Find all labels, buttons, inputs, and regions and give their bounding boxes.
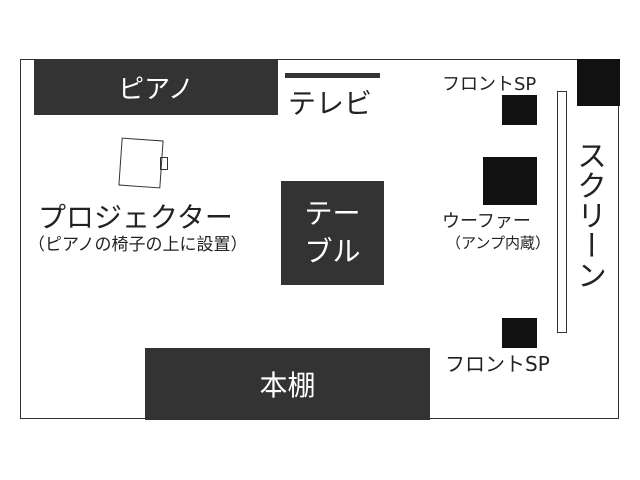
screen-label: スクリーン <box>571 140 606 290</box>
front-speaker-top <box>502 95 537 125</box>
piano-label: ピアノ <box>118 75 194 105</box>
projector-note: （ピアノの椅子の上に設置） <box>28 235 248 255</box>
woofer-note: （アンプ内蔵） <box>446 234 550 252</box>
front-speaker-bottom <box>502 318 537 348</box>
table-label-1: テー <box>304 197 361 230</box>
woofer <box>483 157 537 205</box>
front-sp-bottom-label: フロントSP <box>445 352 550 376</box>
projector-lens-icon <box>160 157 168 170</box>
projector-label: プロジェクター <box>38 201 233 234</box>
tv-line <box>285 73 380 78</box>
table: テー ブル <box>281 181 384 285</box>
projector-icon <box>118 137 164 189</box>
piano: ピアノ <box>34 60 278 115</box>
tv-label: テレビ <box>288 87 373 120</box>
table-label-2: ブル <box>304 235 361 268</box>
screen <box>557 91 567 333</box>
woofer-label: ウーファー <box>442 211 531 232</box>
corner-block <box>577 59 620 106</box>
bookshelf-label: 本棚 <box>259 369 316 402</box>
front-sp-top-label: フロントSP <box>442 74 537 95</box>
bookshelf: 本棚 <box>145 348 430 420</box>
